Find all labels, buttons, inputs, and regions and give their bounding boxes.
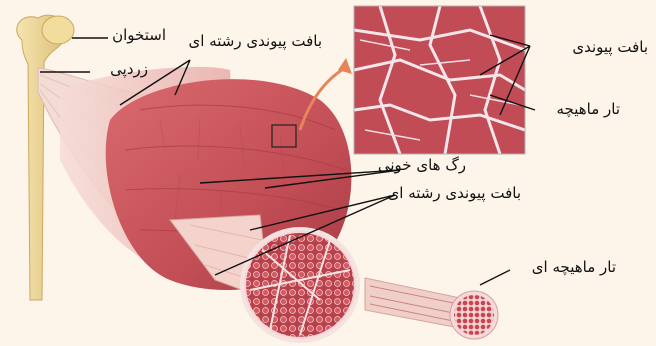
label-tendon: زردپی xyxy=(110,62,148,77)
single-muscle-fiber xyxy=(365,278,498,339)
label-connective-outer: بافت پیوندی رشته ای xyxy=(189,34,322,49)
label-blood-vessels: رگ های خونی xyxy=(378,158,466,173)
label-muscle-fiber: تار ماهیچه ای xyxy=(532,260,616,275)
label-inset-fiber: تار ماهیچه xyxy=(556,102,620,117)
label-inset-connective: بافت پیوندی xyxy=(572,40,648,55)
label-connective-inner: بافت پیوندی رشته ای xyxy=(388,186,521,201)
micrograph-inset xyxy=(354,6,525,154)
label-bone: استخوان xyxy=(112,28,166,43)
